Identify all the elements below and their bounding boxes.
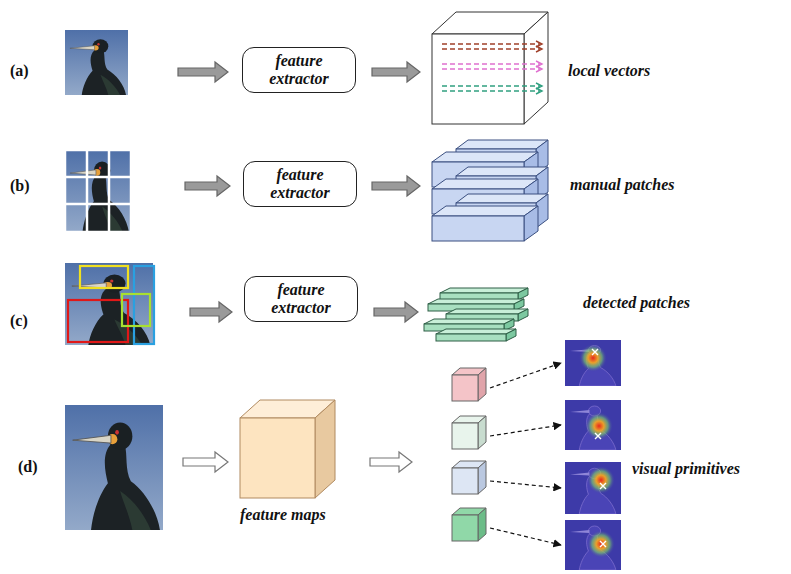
local-vector — [442, 68, 540, 70]
attention-heatmap — [565, 340, 621, 386]
dashed-pointer — [490, 481, 561, 488]
local-vector — [442, 63, 540, 65]
primitive-cube — [452, 416, 486, 449]
patch-bar — [436, 329, 516, 341]
row-tag: (a) — [10, 62, 29, 80]
part-name: feature maps — [240, 506, 326, 524]
flow-arrow — [190, 302, 232, 322]
feature-cube — [432, 12, 548, 124]
flow-arrow — [370, 452, 412, 472]
flow-arrow — [178, 62, 228, 82]
box-label: feature extractor — [253, 281, 349, 318]
vector-head — [536, 66, 542, 72]
process-box: feature extractor — [244, 276, 358, 323]
attention-heatmap — [565, 520, 621, 570]
local-vector — [442, 48, 540, 50]
local-vector — [442, 90, 540, 92]
attention-heatmap — [565, 462, 621, 514]
process-box: feature extractor — [243, 161, 357, 208]
primitive-cube — [452, 508, 486, 541]
attention-heatmap — [565, 400, 621, 450]
box-label: feature extractor — [252, 166, 348, 203]
detected-photo — [65, 263, 154, 345]
box-label: feature extractor — [251, 52, 347, 89]
primitive-cube — [452, 461, 486, 494]
grid-photo — [65, 150, 131, 232]
row-tag: (d) — [18, 458, 38, 476]
vector-head — [536, 88, 542, 94]
local-vector — [442, 43, 540, 45]
flow-arrow — [372, 62, 420, 82]
row-tag: (c) — [10, 312, 28, 330]
vector-head — [536, 46, 542, 52]
process-box: feature extractor — [242, 47, 356, 94]
patch-bar — [440, 288, 528, 300]
bird-photo — [65, 30, 128, 95]
dashed-pointer — [490, 528, 561, 545]
feature-map-cube — [240, 400, 335, 498]
local-vector — [442, 85, 540, 87]
row-caption: manual patches — [570, 176, 674, 194]
dashed-pointer — [490, 363, 561, 388]
flow-arrow — [185, 176, 230, 196]
row-caption: local vectors — [568, 62, 650, 80]
flow-arrow — [372, 176, 420, 196]
flow-arrow — [374, 302, 418, 322]
row-tag: (b) — [10, 177, 30, 195]
flow-arrow — [183, 452, 228, 472]
primitive-cube — [452, 368, 486, 401]
row-caption: detected patches — [583, 294, 690, 312]
patch-block — [432, 206, 538, 241]
bird-photo — [65, 405, 163, 530]
dashed-pointer — [490, 425, 561, 436]
row-caption: visual primitives — [632, 460, 740, 478]
